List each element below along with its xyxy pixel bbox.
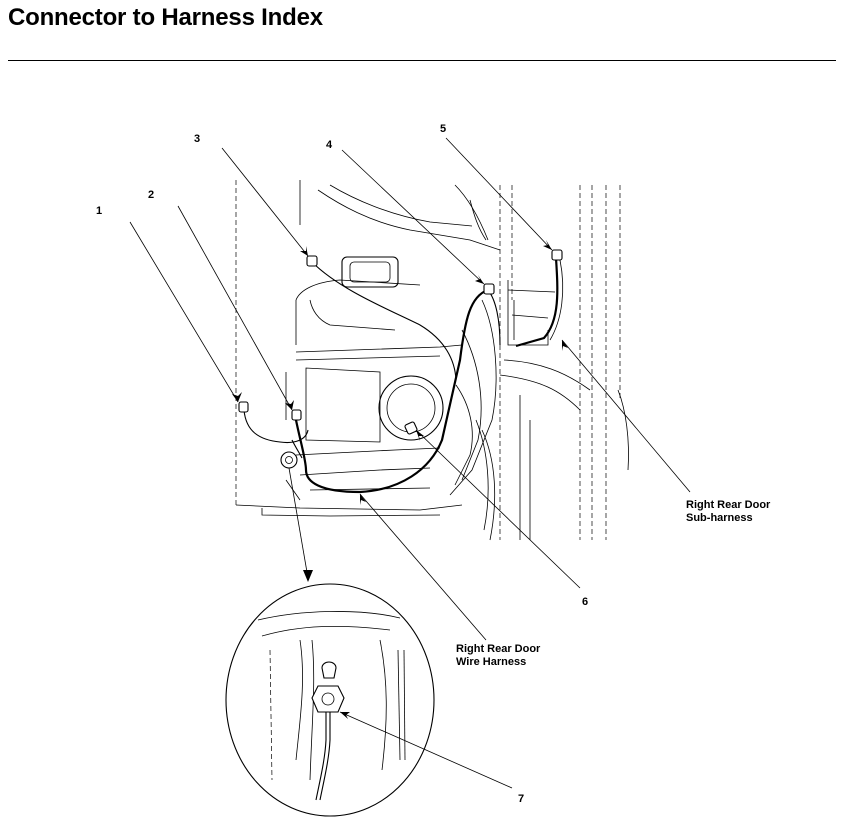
sub-harness — [487, 257, 559, 348]
leader-lines — [129, 137, 691, 789]
callout-2: 2 — [148, 189, 154, 201]
connector-3 — [306, 255, 318, 267]
sub-harness-label-line2: Sub-harness — [686, 512, 753, 524]
connector-2 — [291, 409, 302, 421]
callout-7: 7 — [518, 793, 524, 805]
sub-harness-label-line1: Right Rear Door — [686, 499, 771, 511]
callout-3: 3 — [194, 133, 200, 145]
title-divider — [8, 60, 836, 61]
connector-1 — [238, 401, 249, 413]
ground-point — [280, 451, 298, 469]
connector-5 — [551, 249, 563, 261]
arrowheads — [232, 240, 568, 719]
callout-5: 5 — [440, 123, 446, 135]
page-title: Connector to Harness Index — [8, 4, 323, 31]
connector-4 — [483, 283, 495, 295]
wire-harness-label-line2: Wire Harness — [456, 656, 526, 668]
wire-harness — [243, 261, 489, 494]
connector-6 — [404, 421, 418, 435]
detail-view — [225, 583, 435, 817]
door-panel-outline — [235, 180, 501, 517]
body-pillar-outline — [475, 185, 629, 541]
callout-6: 6 — [582, 596, 588, 608]
callout-4: 4 — [326, 139, 333, 151]
wire-harness-label-line1: Right Rear Door — [456, 643, 541, 655]
callout-1: 1 — [96, 205, 102, 217]
